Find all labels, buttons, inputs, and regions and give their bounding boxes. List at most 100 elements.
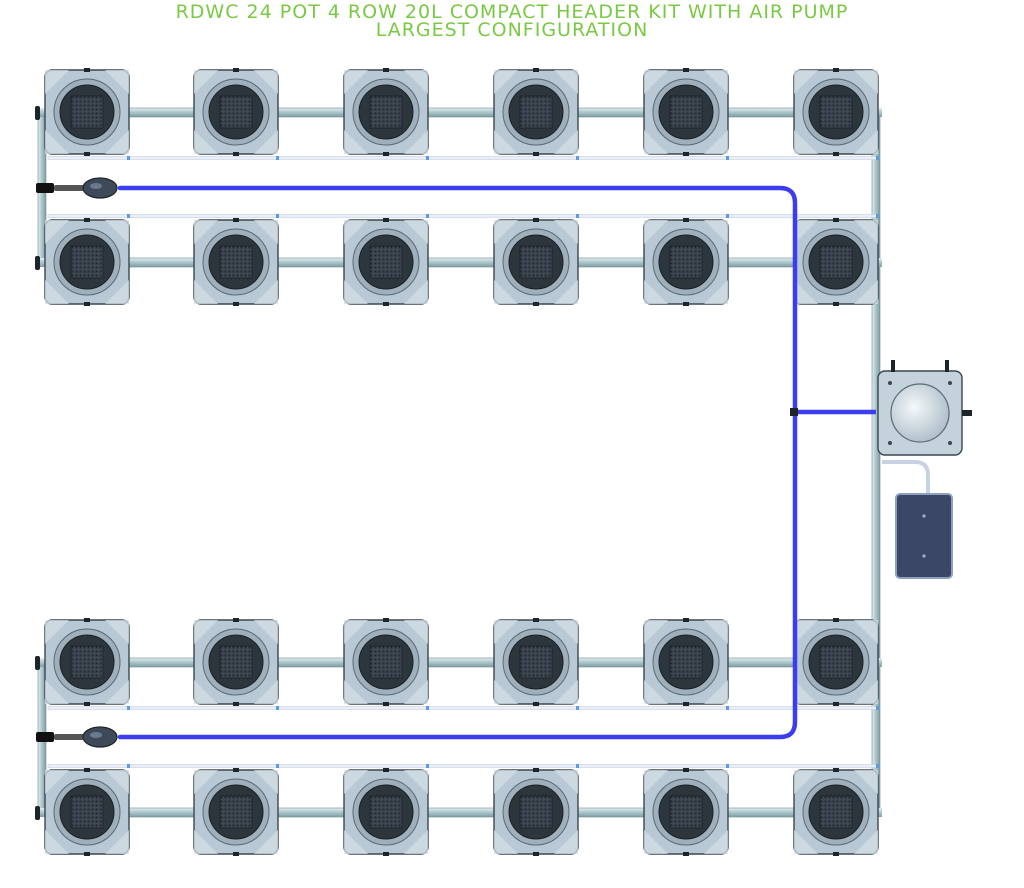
pot-facet: [854, 620, 878, 644]
pot-icon: [793, 218, 879, 306]
tube-fitting-4-6: [876, 764, 879, 768]
pot-icon: [643, 768, 729, 856]
pot-facet: [105, 70, 129, 94]
pot-facet: [105, 770, 129, 794]
pot-facet: [644, 220, 668, 244]
pot-facet: [704, 280, 728, 304]
air-tee: [790, 408, 798, 416]
tube-fitting-2-3: [426, 214, 429, 218]
pot-tab: [833, 302, 839, 306]
pot-facet: [644, 130, 668, 154]
air-line-layer: [36, 177, 876, 748]
pot-facet: [344, 220, 368, 244]
pot-facet: [404, 680, 428, 704]
pot-tab: [533, 68, 539, 72]
pot-facet: [794, 220, 818, 244]
header-tank-icon: [877, 360, 972, 456]
pot-facet: [254, 620, 278, 644]
pot-tab: [683, 152, 689, 156]
pot-tab: [84, 768, 90, 772]
air-connector: [54, 734, 84, 740]
tube-fitting-3-5: [726, 706, 729, 710]
net-basket: [219, 245, 253, 279]
pot-icon: [193, 618, 279, 706]
pot-facet: [794, 130, 818, 154]
title-line-1: RDWC 24 POT 4 ROW 20L COMPACT HEADER KIT…: [175, 1, 849, 23]
net-basket: [70, 95, 104, 129]
pot-facet: [194, 830, 218, 854]
title-line-2: LARGEST CONFIGURATION: [375, 19, 649, 41]
net-basket: [819, 245, 853, 279]
air-pump-icon: [895, 493, 953, 579]
pot-tab: [833, 68, 839, 72]
pot-tab: [383, 218, 389, 222]
pot-tab: [84, 302, 90, 306]
left-elbow-1-2: [38, 258, 50, 267]
pot-tab: [533, 852, 539, 856]
tube-fitting-4-2: [276, 764, 279, 768]
pot-facet: [494, 620, 518, 644]
pot-facet: [704, 620, 728, 644]
net-basket: [519, 95, 553, 129]
pot-icon: [44, 218, 130, 306]
pot-tab: [683, 852, 689, 856]
net-basket: [369, 645, 403, 679]
pot-tab: [833, 152, 839, 156]
net-basket: [669, 795, 703, 829]
pot-icon: [193, 68, 279, 156]
header-tank-post: [891, 360, 895, 372]
pot-tab: [833, 852, 839, 856]
pot-tab: [533, 152, 539, 156]
tube-fitting-3-6: [876, 706, 879, 710]
pot-facet: [404, 620, 428, 644]
pot-icon: [343, 68, 429, 156]
pot-facet: [554, 70, 578, 94]
tube-fitting-3-3: [426, 706, 429, 710]
net-basket: [669, 645, 703, 679]
tube-fitting-2-1: [127, 214, 130, 218]
pot-tab: [683, 618, 689, 622]
air-pump-body: [895, 493, 953, 579]
pot-facet: [344, 130, 368, 154]
pot-facet: [854, 220, 878, 244]
header-tank-bolt: [948, 381, 952, 385]
pot-facet: [554, 130, 578, 154]
pot-tab: [533, 618, 539, 622]
net-basket: [70, 245, 104, 279]
pot-facet: [45, 830, 69, 854]
tube-fitting-2-5: [726, 214, 729, 218]
pot-facet: [554, 620, 578, 644]
tube-fitting-4-5: [726, 764, 729, 768]
pot-tab: [383, 302, 389, 306]
pot-tab: [833, 768, 839, 772]
pot-facet: [105, 830, 129, 854]
pot-facet: [344, 830, 368, 854]
pot-tab: [84, 702, 90, 706]
pot-icon: [493, 68, 579, 156]
pot-facet: [344, 620, 368, 644]
pot-tab: [833, 702, 839, 706]
pot-icon: [343, 218, 429, 306]
net-basket: [70, 645, 104, 679]
pot-facet: [194, 220, 218, 244]
pot-facet: [194, 620, 218, 644]
pot-facet: [704, 70, 728, 94]
pot-tab: [533, 218, 539, 222]
pot-facet: [45, 770, 69, 794]
pot-facet: [794, 830, 818, 854]
pipe-clamp-3: [35, 656, 40, 670]
pot-tab: [533, 702, 539, 706]
pot-facet: [794, 680, 818, 704]
pot-icon: [793, 68, 879, 156]
pot-tab: [533, 302, 539, 306]
pot-facet: [45, 130, 69, 154]
tube-fitting-3-4: [576, 706, 579, 710]
pot-facet: [254, 280, 278, 304]
pot-facet: [854, 280, 878, 304]
pot-tab: [233, 302, 239, 306]
pot-icon: [343, 768, 429, 856]
pot-facet: [554, 680, 578, 704]
pot-facet: [854, 830, 878, 854]
pot-tab: [383, 68, 389, 72]
pot-facet: [105, 220, 129, 244]
